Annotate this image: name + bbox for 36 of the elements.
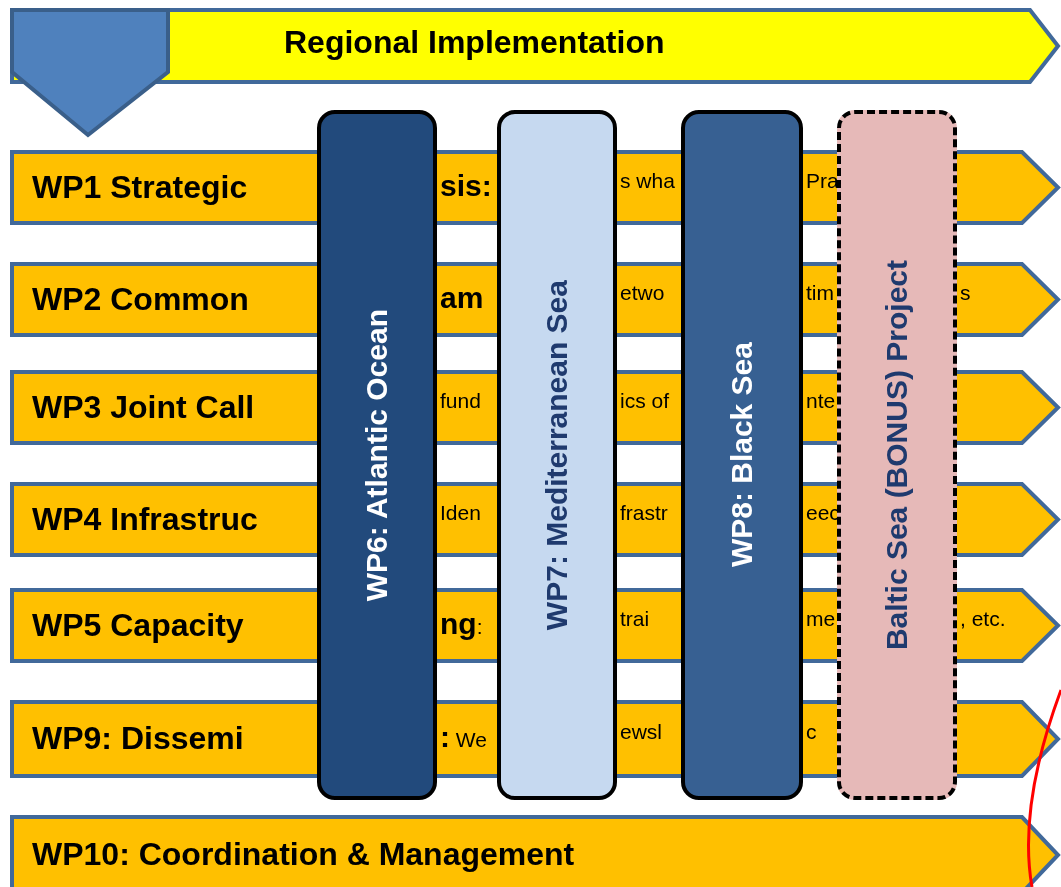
row-title: WP9: Dissemi [32,720,244,757]
text-fragment: eec [806,500,840,525]
text-fragment: c [806,720,817,744]
text-fragment: sis: [440,168,492,203]
text-fragment: tim [806,280,834,305]
row-title: WP4 Infrastruc [32,500,258,538]
row-title: WP10: Coordination & Management [32,836,575,873]
row-title: WP1 Strategic [32,168,248,206]
column-label: WP7: Mediterranean Sea [540,279,574,631]
text-fragment: ewsl [620,720,662,744]
text-fragment: ng: [440,606,483,641]
text-fragment: am [440,280,484,315]
column-label: WP8: Black Sea [725,342,759,568]
text-fragment: etwo [620,280,665,305]
row-title: WP3 Joint Call [32,388,255,426]
text-fragment: ics of [620,388,669,413]
column-bar [837,110,957,800]
text-fragment: s wha [620,168,675,193]
text-fragment: s [960,280,971,305]
column-label: WP6: Atlantic Ocean [360,308,394,602]
row-title: WP5 Capacity [32,606,244,644]
text-fragment: : We [440,720,487,754]
text-fragment: trai [620,606,650,631]
column-bar [681,110,803,800]
row-title: WP2 Common [32,280,249,318]
text-fragment: frastr [620,500,668,525]
text-fragment: Pra [806,168,839,193]
text-fragment: fund [440,388,481,413]
text-fragment: , etc. [960,606,1006,631]
column-bar [317,110,437,800]
banner-heading: Regional Implementation [284,24,665,61]
text-fragment: me [806,606,836,631]
column-bar [497,110,617,800]
text-fragment: Iden [440,500,481,525]
column-label: Baltic Sea (BONUS) Project [880,259,914,651]
text-fragment: nte [806,388,836,413]
